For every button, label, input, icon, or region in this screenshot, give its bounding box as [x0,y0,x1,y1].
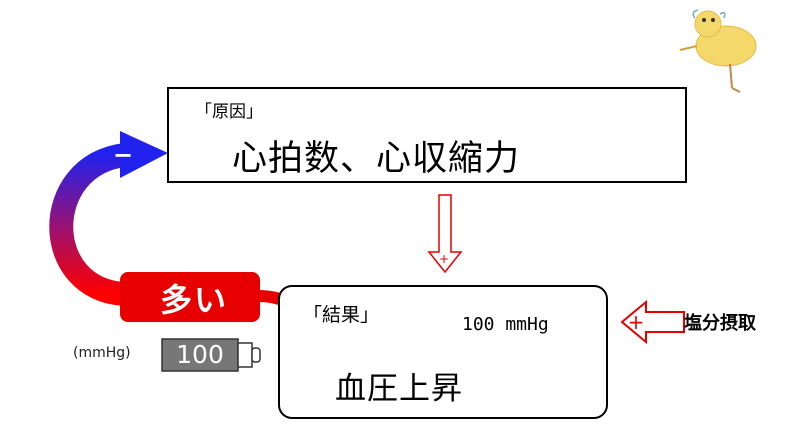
result-tag: 「結果」 [303,304,380,326]
gauge-icon [161,338,261,372]
cause-box [167,87,687,183]
result-text: 血圧上昇 [335,371,463,407]
unit-label: (mmHg) [73,345,131,361]
salt-intake-label: 塩分摂取 [684,313,756,334]
many-label: 多い [159,281,228,319]
down-arrow-icon-red [427,194,463,274]
cause-text: 心拍数、心収縮力 [232,139,521,179]
chick-icon [679,9,757,93]
gauge-value: 100 [176,340,224,369]
result-box [278,285,608,419]
curved-feedback-arrow-icon [49,131,168,306]
cause-tag: 「原因」 [195,102,263,122]
many-box [120,272,260,322]
left-arrow-icon [620,299,685,345]
minus-sign: − [113,141,134,169]
plus-sign-salt: + [627,310,645,334]
result-value: 100 mmHg [462,314,549,335]
plus-sign: + [438,252,450,266]
